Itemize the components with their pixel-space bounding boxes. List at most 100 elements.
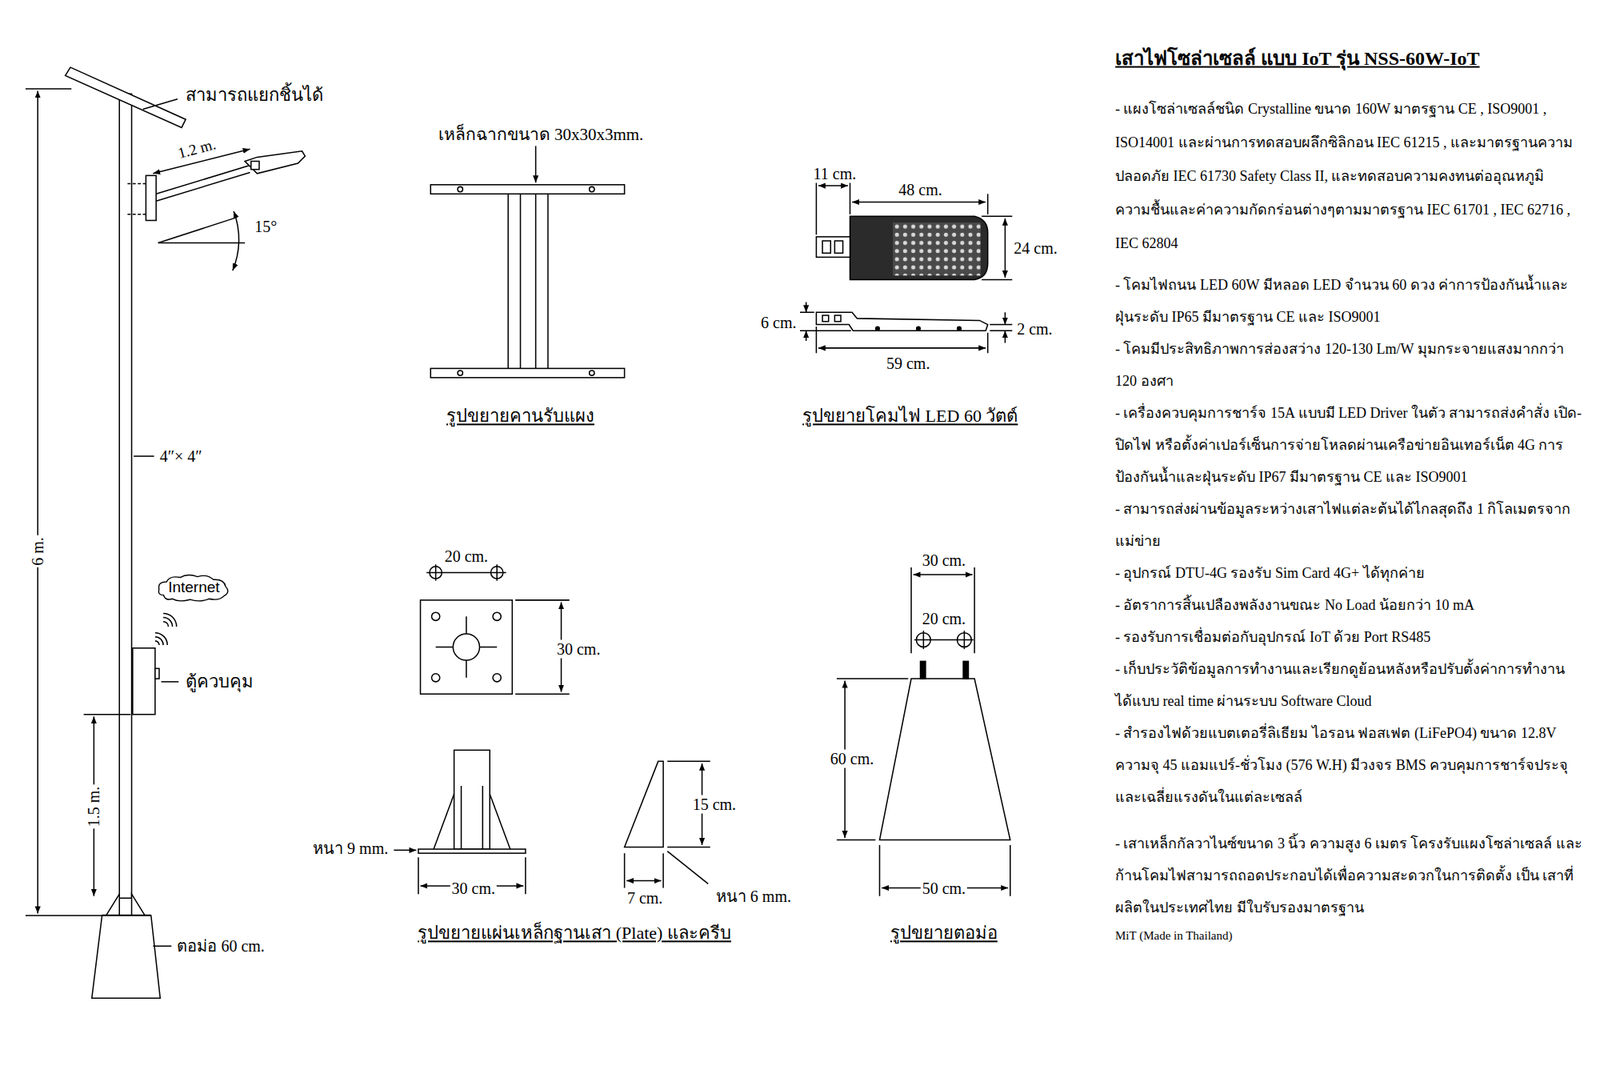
panel-beam-part [547, 193, 549, 368]
concrete-base-part [920, 660, 926, 679]
panel-beam-part [589, 370, 595, 376]
concrete-base-part [836, 839, 876, 841]
led-lamp-part [987, 332, 989, 354]
dimension-label: 24 cm. [1012, 238, 1059, 257]
dimension-label: 11 cm. [812, 164, 859, 183]
base-plate-part [426, 572, 506, 574]
dimension-label: 30 cm. [920, 551, 968, 570]
led-lamp-part [849, 179, 852, 214]
base-plate-part [460, 785, 463, 849]
panel-beam-part [457, 186, 463, 192]
led-lamp-part [816, 312, 988, 331]
view-title: รูปขยายโคมไฟ LED 60 วัตต์ [800, 406, 1020, 427]
led-lamp-part [800, 329, 852, 332]
led-lamp-part [805, 301, 808, 312]
view-title: รูปขยายแผ่นเหล็กฐานเสา (Plate) และครีบ [416, 922, 733, 943]
dimension-label: 60 cm. [828, 748, 876, 768]
concrete-base-part [1009, 844, 1012, 896]
base-plate-part [417, 856, 420, 894]
solar-pole-part [65, 67, 187, 128]
dimension-label: 15° [252, 217, 279, 236]
concrete-base-part [879, 844, 881, 896]
base-plate [393, 564, 710, 894]
base-plate-part [432, 673, 440, 682]
solar-pole-part [132, 893, 146, 916]
concrete-base-part [963, 660, 968, 679]
base-plate-part [515, 599, 570, 601]
solar-pole-part [158, 242, 245, 244]
led-lamp-part [892, 222, 981, 276]
dimension-label: หนา 9 mm. [311, 838, 390, 857]
led-lamp-part [1004, 330, 1007, 343]
base-plate-part [482, 785, 484, 849]
concrete-base-part [913, 573, 973, 576]
base-plate-part [435, 564, 437, 580]
led-lamp-part [876, 326, 880, 331]
led-lamp-part [816, 236, 850, 258]
led-lamp-part [1004, 218, 1007, 278]
part-label: ตู้ควบคุม [184, 671, 256, 692]
solar-pole-part [163, 612, 177, 627]
spec-item: - แผงโซล่าเซลล์ชนิด Crystalline ขนาด 160… [1115, 92, 1584, 260]
panel-beam-part [430, 368, 624, 377]
panel-beam-part [457, 370, 463, 376]
base-plate-part [454, 749, 491, 849]
led-lamp-part [805, 330, 808, 341]
led-lamp-part [987, 193, 989, 215]
base-plate-part [492, 612, 501, 620]
base-plate-part [667, 760, 711, 763]
cloud-node: Internet [156, 572, 232, 603]
dimension-label: หนา 6 mm. [714, 886, 793, 905]
solar-pole-part [143, 99, 178, 110]
led-lamp-part [834, 315, 841, 322]
solar-pole-part [251, 160, 260, 169]
spec-item: - สามารถส่งผ่านข้อมูลระหว่างเสาไฟแต่ละต้… [1115, 492, 1584, 557]
base-plate-part [479, 646, 497, 648]
solar-pole-part [25, 88, 72, 90]
spec-item: - โคมไฟถนน LED 60W มีหลอด LED จำนวน 60 ด… [1115, 268, 1584, 333]
base-plate-part [667, 846, 711, 848]
dimension-label: 7 cm. [625, 888, 664, 908]
part-label: เหล็กฉากขนาด 30x30x3mm. [436, 124, 646, 144]
dimension-label: 1.5 m. [84, 784, 104, 828]
base-plate-part [393, 849, 416, 852]
view-title: รูปขยายคานรับแผง [444, 406, 596, 427]
concrete-base-part [973, 567, 976, 653]
panel-beam-part [520, 193, 522, 368]
solar-pole-part [133, 455, 155, 457]
spec-item: MiT (Made in Thailand) [1115, 923, 1584, 948]
dimension-label: 20 cm. [920, 608, 968, 628]
concrete-base-part [879, 678, 1010, 840]
base-plate-part [492, 673, 501, 682]
spec-column: - แผงโซล่าเซลล์ชนิด Crystalline ขนาด 160… [1115, 92, 1584, 948]
concrete-base [836, 567, 1011, 896]
solar-pole-part [158, 217, 237, 244]
led-lamp-part [822, 315, 829, 322]
spec-item: - โคมมีประสิทธิภาพการส่องสว่าง 120-130 L… [1115, 332, 1584, 397]
led-lamp-part [981, 279, 1012, 281]
panel-beam-part [430, 184, 624, 194]
led-lamp-part [800, 311, 815, 313]
solar-pole [25, 67, 305, 998]
base-plate-part [465, 660, 468, 678]
led-lamp-part [834, 240, 843, 253]
spec-item: - เครื่องควบคุมการชาร์จ 15A แบบมี LED Dr… [1115, 396, 1584, 493]
led-lamp-part [850, 216, 988, 280]
spec-item: - รองรับการเชื่อมต่อกับอุปกรณ์ IoT ด้วย … [1115, 620, 1584, 653]
led-lamp-part [989, 329, 1012, 332]
base-plate-part [626, 880, 661, 882]
dimension-label: 2 cm. [1015, 319, 1054, 338]
solar-pole-part [127, 183, 146, 185]
panel-beam-part [535, 145, 537, 183]
base-plate-part [433, 793, 455, 849]
view-title: รูปขยายตอม่อ [888, 922, 1000, 943]
dimension-label: 48 cm. [896, 180, 944, 200]
led-lamp-part [1004, 312, 1007, 324]
dimension-label: 4″× 4″ [158, 447, 204, 466]
solar-pole-part [36, 91, 39, 914]
concrete-base-part [910, 567, 912, 653]
concrete-base-part [964, 630, 966, 649]
led-lamp-part [981, 216, 1012, 218]
led-lamp-part [957, 326, 962, 331]
solar-pole-part [161, 680, 180, 683]
